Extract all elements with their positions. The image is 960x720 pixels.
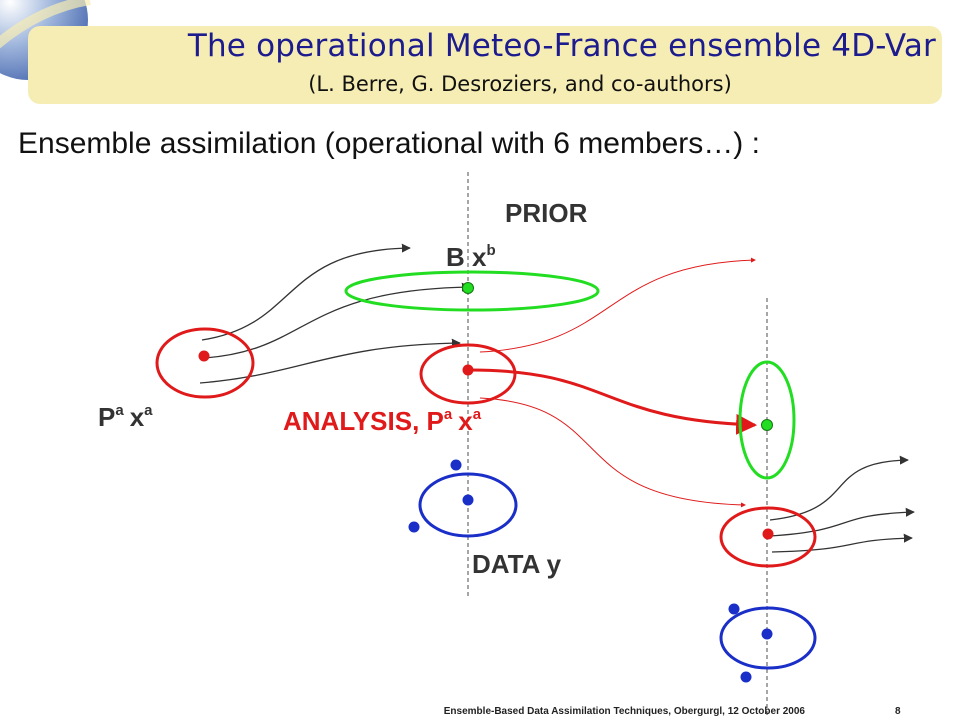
forecast-arrow (469, 368, 758, 435)
background-error-ellipse (344, 270, 600, 312)
analysis-ellipse (419, 343, 517, 405)
analysis-point-next (762, 528, 774, 540)
observation-perturbed-point (728, 603, 740, 615)
trajectory-arrow (199, 338, 461, 384)
observation-point (462, 494, 474, 506)
slide-subtitle: (L. Berre, G. Desroziers, and co-authors… (308, 72, 732, 96)
data-label: DATA y (472, 549, 562, 579)
analysis-point (462, 364, 474, 376)
observation-ellipse (418, 472, 518, 538)
slide-heading: Ensemble assimilation (operational with … (18, 127, 760, 160)
analysis-trajectory-arrow (479, 397, 746, 508)
trajectory-arrow (771, 533, 913, 553)
title-banner (28, 26, 942, 104)
prior-label: PRIOR (505, 198, 588, 228)
observation-ellipse-next (719, 606, 817, 670)
slide-title: The operational Meteo-France ensemble 4D… (187, 28, 936, 64)
page-number: 8 (895, 706, 901, 717)
analysis-trajectory-arrow (479, 257, 756, 353)
previous-analysis-ellipse (155, 327, 255, 399)
trajectory-arrow (769, 507, 915, 537)
footer-text: Ensemble-Based Data Assimilation Techniq… (443, 706, 805, 717)
background-point-next (761, 419, 773, 431)
trajectory-arrow (204, 282, 471, 359)
prior-bx-label: B xb (446, 242, 496, 272)
observation-perturbed-point (740, 671, 752, 683)
observation-point-next (761, 628, 773, 640)
background-point (462, 282, 474, 294)
previous-analysis-point (198, 350, 210, 362)
trajectory-arrow (201, 243, 411, 341)
analysis-ellipse-next (719, 506, 817, 568)
observation-perturbed-point (408, 521, 420, 533)
background-error-ellipse-next (738, 360, 796, 480)
observation-perturbed-point (450, 459, 462, 471)
